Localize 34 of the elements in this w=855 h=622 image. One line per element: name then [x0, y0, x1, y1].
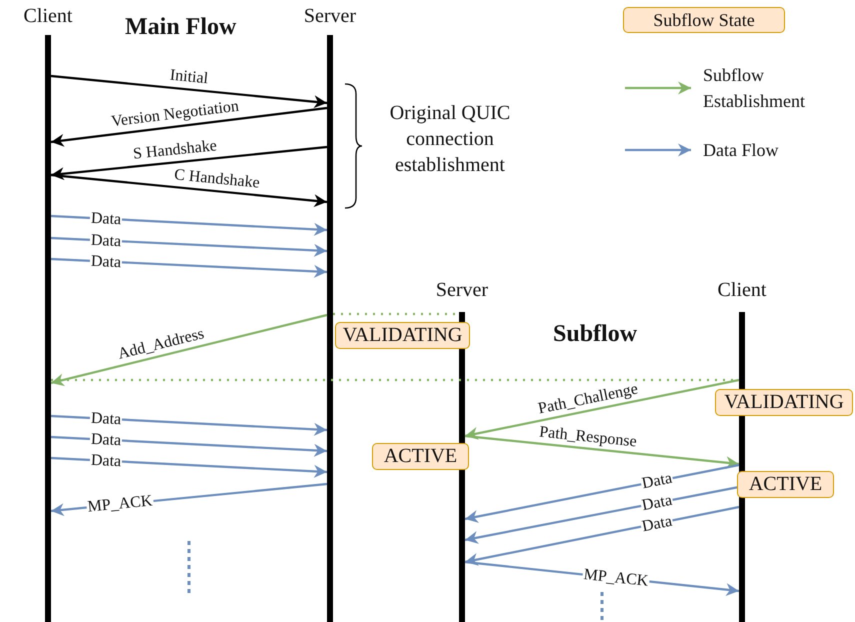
- annotation-text: Original QUIC connection establishment: [388, 101, 512, 178]
- state-box: ACTIVE: [372, 443, 469, 470]
- arrow: [50, 236, 328, 257]
- arrow: [464, 378, 740, 440]
- section-title: Main Flow: [125, 14, 238, 40]
- arrow: [50, 146, 328, 180]
- participant-label: Server: [302, 4, 358, 28]
- edge-label: Initial: [168, 66, 210, 87]
- participant-label: Client: [716, 278, 768, 302]
- state-box: VALIDATING: [335, 322, 470, 349]
- section-title: Subflow: [553, 321, 638, 347]
- edge-label: Version Negotiation: [109, 97, 241, 130]
- arrow: [50, 314, 328, 386]
- edge-label: C Handshake: [172, 166, 262, 192]
- edge-label: Path_Response: [538, 423, 639, 450]
- legend-text: Subflow State: [652, 9, 756, 31]
- state-box: ACTIVE: [737, 471, 834, 498]
- arrow: [50, 436, 328, 457]
- arrow: [50, 456, 328, 478]
- edge-label: S Handshake: [132, 138, 219, 164]
- state-box: VALIDATING: [715, 389, 853, 416]
- arrow: [50, 74, 328, 108]
- arrow: [464, 434, 740, 470]
- arrow: [50, 258, 328, 278]
- arrow: [50, 414, 328, 436]
- legend-text: Data Flow: [703, 139, 780, 162]
- participant-label: Server: [434, 278, 490, 302]
- arrow: [50, 214, 328, 236]
- arrow: [464, 464, 740, 523]
- legend-text: Subflow Establishment: [703, 64, 806, 113]
- arrow: [464, 506, 740, 566]
- participant-label: Client: [22, 4, 74, 28]
- arrow: [50, 106, 328, 147]
- arrow: [50, 174, 328, 208]
